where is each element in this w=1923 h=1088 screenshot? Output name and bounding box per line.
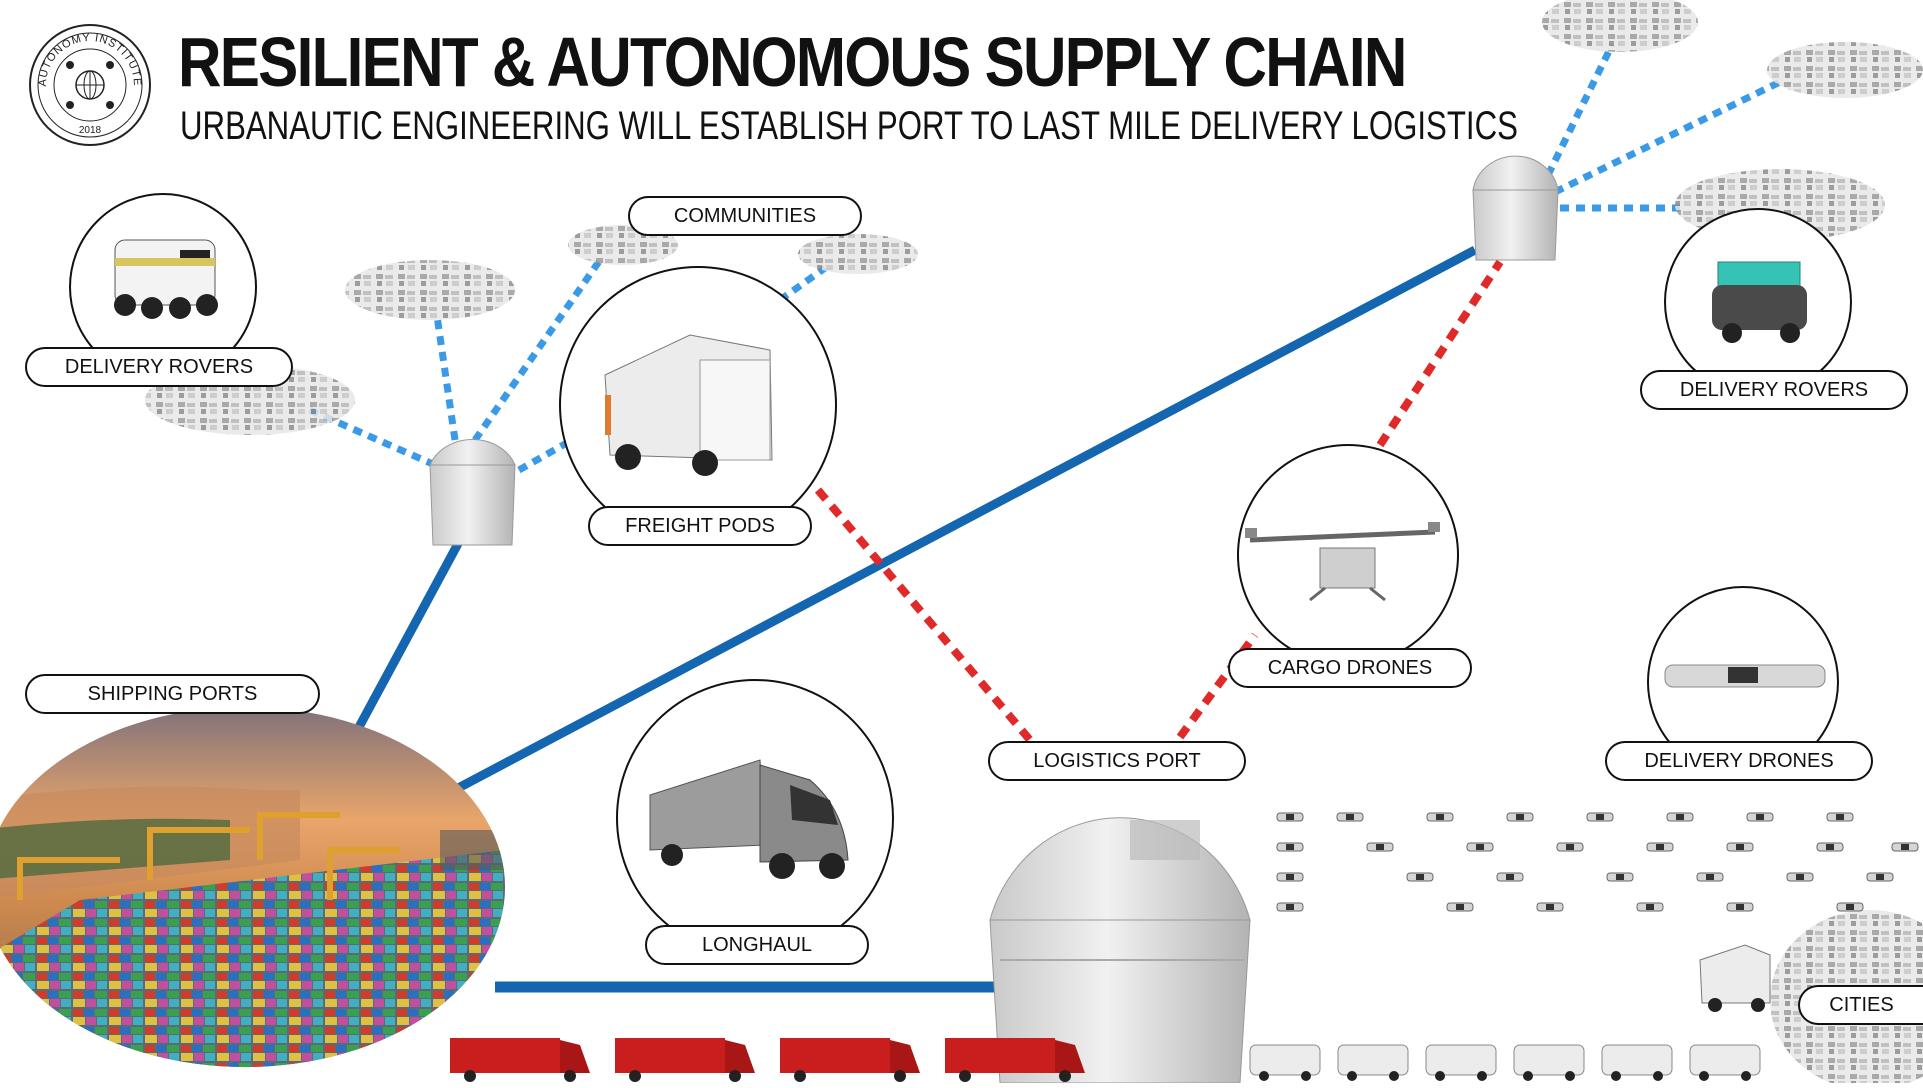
container-port-icon [0, 707, 505, 1067]
delivery-drone-icon [1816, 842, 1844, 852]
observatory-hub-icon [1472, 155, 1559, 261]
delivery-drone-icon [1556, 842, 1584, 852]
freight-pod-icon [1249, 1044, 1321, 1081]
delivery-drone-icon [1336, 812, 1364, 822]
label-longhaul: LONGHAUL [645, 925, 869, 965]
city-map-icon [1767, 42, 1923, 98]
city-map-icon [345, 260, 515, 320]
delivery-drone-icon [1536, 902, 1564, 912]
link-shipping-to-top-right-hub [442, 246, 1478, 799]
freight-pod-icon [1425, 1044, 1497, 1081]
delivery-drone-icon [1746, 812, 1774, 822]
delivery-drone-icon [1726, 842, 1754, 852]
page-title: RESILIENT & AUTONOMOUS SUPPLY CHAIN [178, 23, 1407, 101]
delivery-drone-icon [1446, 902, 1474, 912]
label-cargo-drones: CARGO DRONES [1228, 648, 1472, 688]
delivery-drone-icon [1586, 812, 1614, 822]
city-map-icon [798, 234, 918, 274]
freight-pod-icon [1513, 1044, 1585, 1081]
delivery-drone-icon [1786, 872, 1814, 882]
freight-pod-icon [604, 334, 773, 476]
label-cities: CITIES [1798, 985, 1923, 1025]
delivery-drone-icon [1826, 812, 1854, 822]
delivery-drone-icon [1466, 842, 1494, 852]
delivery-drone-icon [1276, 902, 1304, 912]
label-logistics-port: LOGISTICS PORT [988, 741, 1246, 781]
label-delivery-drones: DELIVERY DRONES [1605, 741, 1873, 781]
label-delivery-rovers-left: DELIVERY ROVERS [25, 347, 293, 387]
drone-swarm [1276, 812, 1919, 912]
delivery-drone-icon [1664, 664, 1826, 688]
page-subtitle: URBANAUTIC ENGINEERING WILL ESTABLISH PO… [180, 104, 1518, 148]
link-top-hub-to-city-a [1544, 43, 1616, 177]
link-shipping-to-left-hub [348, 537, 464, 743]
freight-pod-icon [1337, 1044, 1409, 1081]
cargo-drone-icon [1245, 522, 1440, 602]
observatory-hub-icon [429, 438, 516, 546]
delivery-drone-icon [1606, 872, 1634, 882]
delivery-drone-icon [1366, 842, 1394, 852]
label-freight-pods: FREIGHT PODS [588, 506, 812, 546]
freight-pod-icon [1699, 944, 1771, 1012]
link-freightpods-to-community-c [777, 265, 828, 303]
delivery-rover-icon [1712, 261, 1807, 343]
institute-logo: AUTONOMY INSTITUTE 2018 [29, 24, 151, 146]
logo-year: 2018 [79, 125, 102, 136]
delivery-drone-icon [1726, 902, 1754, 912]
pod-convoy [1249, 1044, 1761, 1081]
semi-truck-icon [450, 1038, 590, 1082]
link-left-hub-to-freightpods [503, 436, 574, 482]
link-drones-to-top-hub [1376, 259, 1504, 448]
delivery-drone-icon [1696, 872, 1724, 882]
delivery-drone-icon [1866, 872, 1894, 882]
semi-truck-icon [945, 1038, 1085, 1082]
truck-convoy [450, 1038, 1085, 1082]
delivery-drone-icon [1506, 812, 1534, 822]
semi-truck-icon [649, 759, 849, 879]
link-top-hub-to-city-b [1553, 78, 1782, 196]
delivery-drone-icon [1891, 842, 1919, 852]
freight-pod-icon [1601, 1044, 1673, 1081]
delivery-drone-icon [1276, 842, 1304, 852]
delivery-drone-icon [1636, 902, 1664, 912]
delivery-rover-icon [114, 239, 218, 319]
delivery-drone-icon [1406, 872, 1434, 882]
link-freightpods-to-logistics [814, 487, 1034, 743]
label-communities: COMMUNITIES [628, 196, 862, 236]
delivery-drone-icon [1666, 812, 1694, 822]
delivery-drone-icon [1836, 902, 1864, 912]
label-shipping-ports: SHIPPING PORTS [25, 674, 320, 714]
delivery-drone-icon [1496, 872, 1524, 882]
delivery-drone-icon [1276, 812, 1304, 822]
delivery-drone-icon [1426, 812, 1454, 822]
semi-truck-icon [615, 1038, 755, 1082]
link-left-hub-to-community-b [472, 258, 603, 442]
label-delivery-rovers-right: DELIVERY ROVERS [1640, 370, 1908, 410]
delivery-drone-icon [1276, 872, 1304, 882]
link-left-hub-to-community-a [433, 315, 459, 441]
city-map-icon [1542, 0, 1698, 52]
freight-pod-icon [1689, 1044, 1761, 1081]
delivery-drone-icon [1646, 842, 1674, 852]
semi-truck-icon [780, 1038, 920, 1082]
